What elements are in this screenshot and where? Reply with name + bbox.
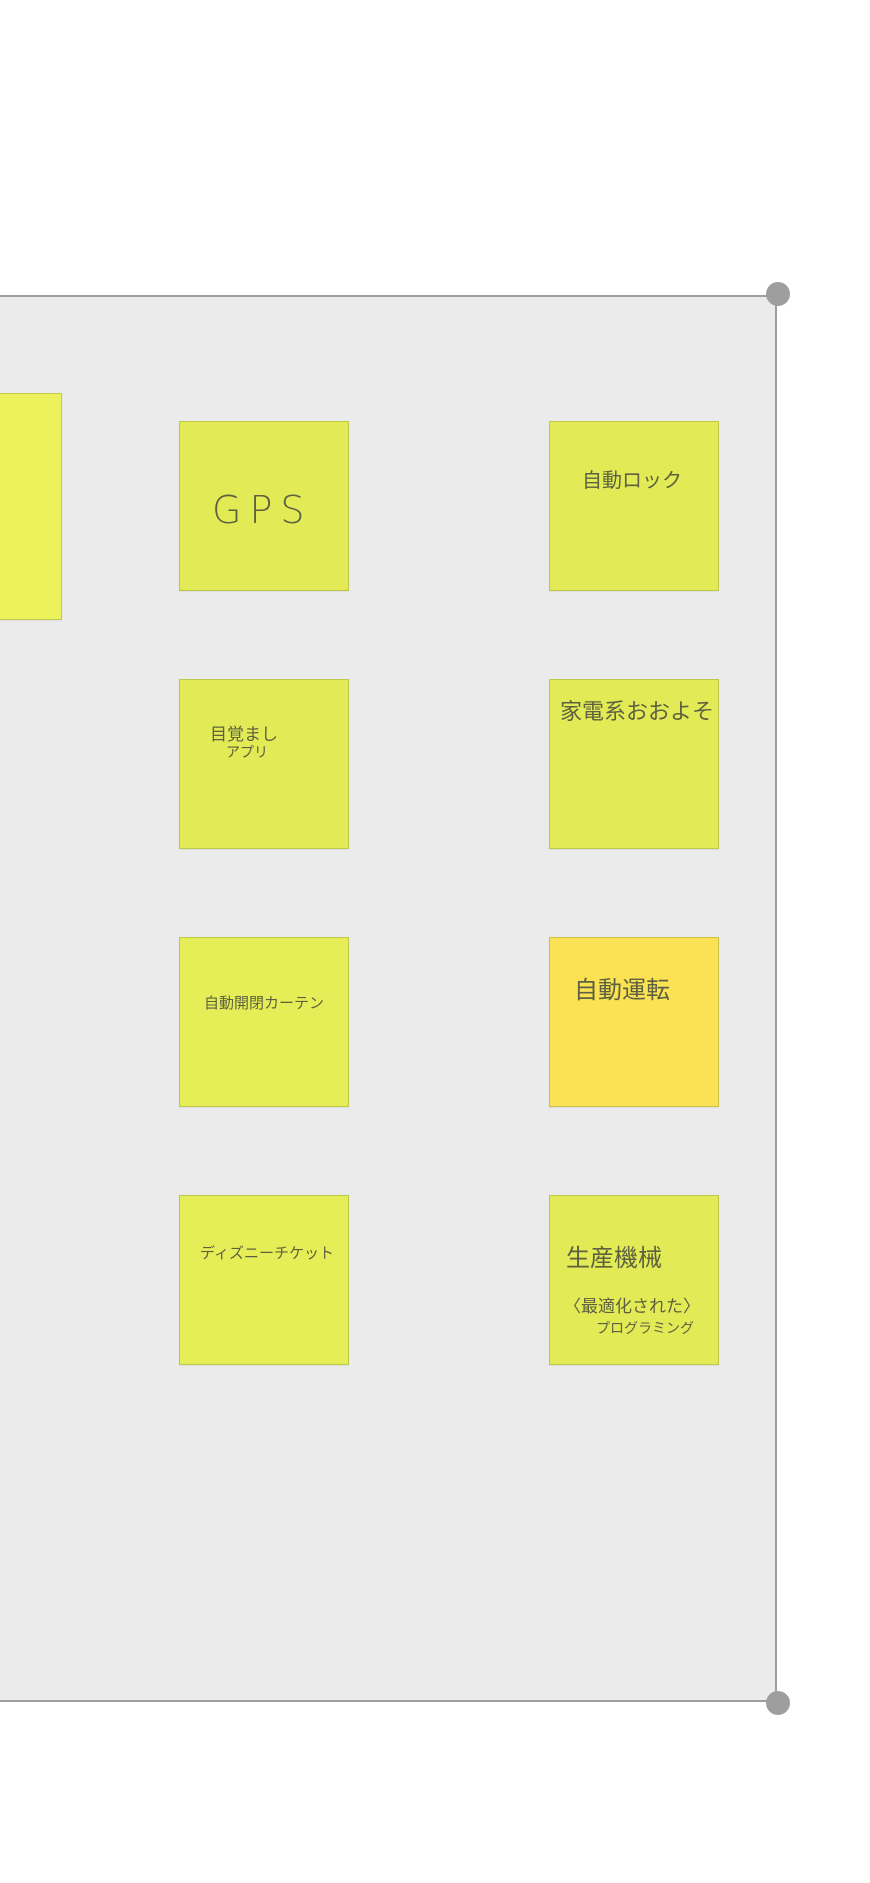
sticky-note-text: 家電系おおよそ	[560, 700, 715, 725]
sticky-note-disney-ticket[interactable]: ディズニーチケット	[179, 1195, 349, 1365]
sticky-note-appliances[interactable]: 家電系おおよそ	[549, 679, 719, 849]
sticky-note-alarm-app[interactable]: 目覚まし アプリ	[179, 679, 349, 849]
sticky-note-auto-driving[interactable]: 自動運転	[549, 937, 719, 1107]
sticky-note-gps[interactable]: GPS	[179, 421, 349, 591]
sticky-note-text: 自動運転	[574, 976, 670, 1004]
sticky-note-text: 自動開閉カーテン	[204, 994, 325, 1012]
resize-handle-bottom-right[interactable]	[766, 1691, 790, 1715]
sticky-note-subtext-2: プログラミング	[596, 1321, 694, 1337]
sticky-note-partial[interactable]	[0, 393, 62, 620]
sticky-note-auto-lock[interactable]: 自動ロック	[549, 421, 719, 591]
sticky-note-text: GPS	[212, 488, 313, 532]
sticky-note-text: 目覚まし	[210, 725, 278, 745]
sticky-note-text: 自動ロック	[582, 468, 682, 492]
sticky-note-auto-curtain[interactable]: 自動開閉カーテン	[179, 937, 349, 1107]
sticky-note-text: ディズニーチケット	[200, 1244, 334, 1262]
resize-handle-top-right[interactable]	[766, 282, 790, 306]
sticky-note-subtext: アプリ	[226, 745, 268, 761]
sticky-note-subtext: 〈最適化された〉	[564, 1297, 700, 1317]
sticky-note-production-machine[interactable]: 生産機械 〈最適化された〉 プログラミング	[549, 1195, 719, 1365]
sticky-note-text: 生産機械	[566, 1244, 662, 1272]
